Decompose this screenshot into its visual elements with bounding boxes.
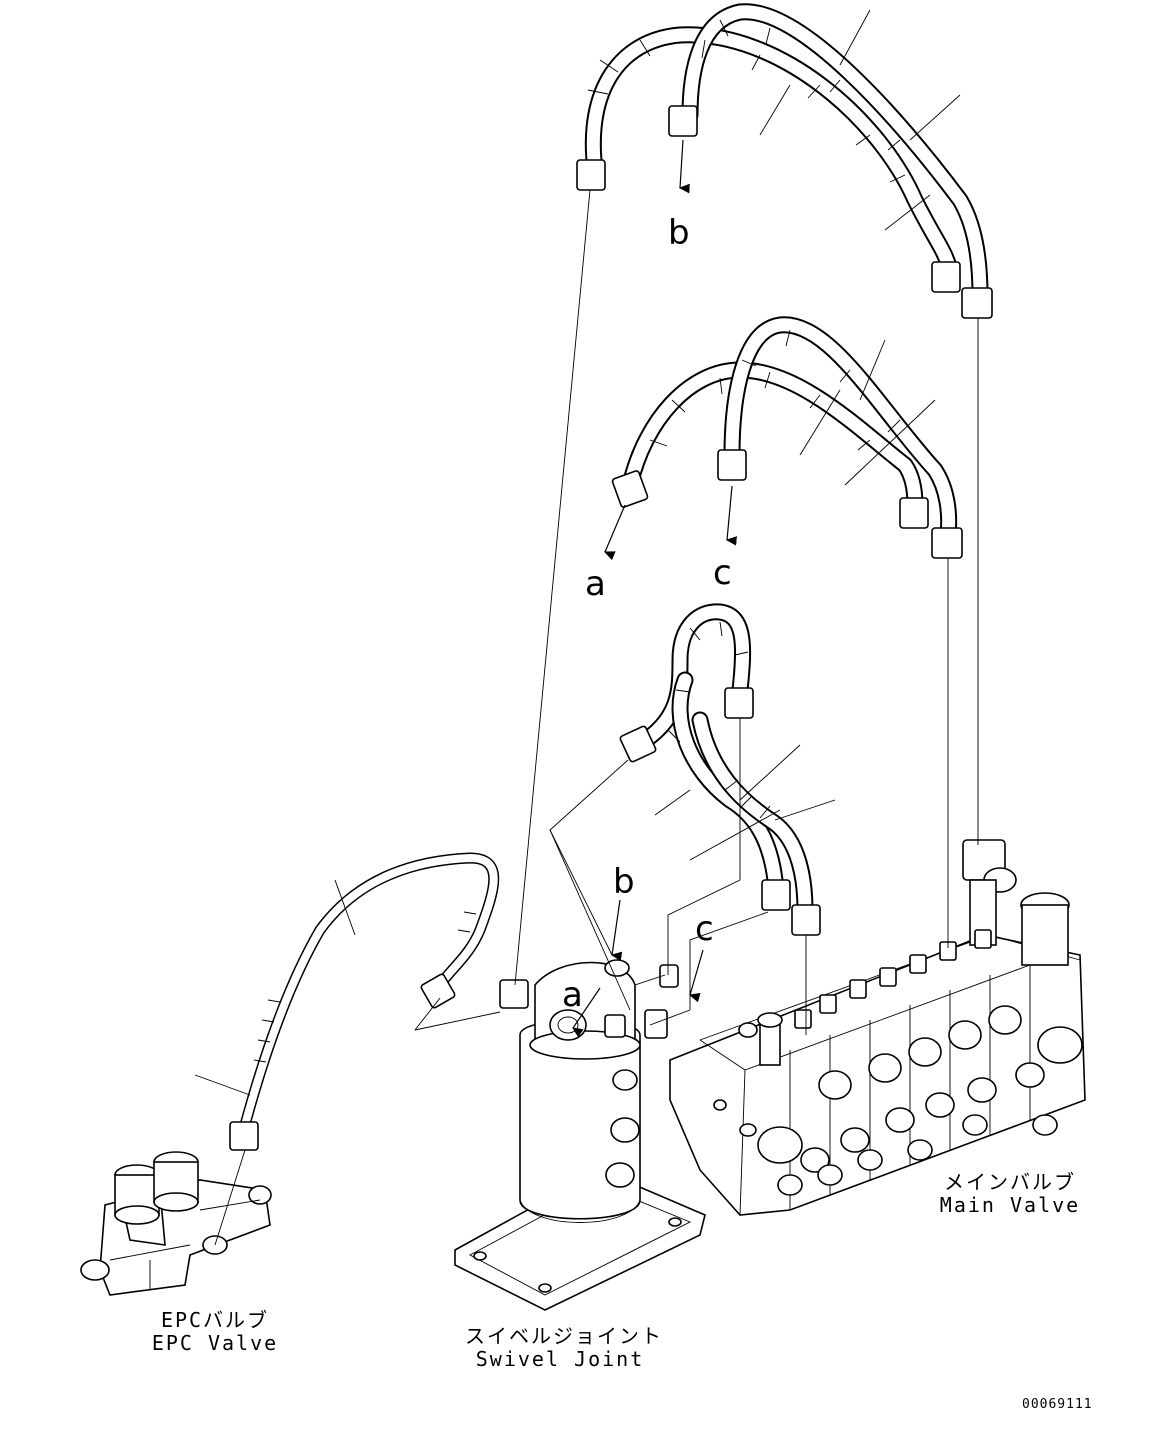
pipe-nut [229, 1121, 259, 1151]
top-hose-group [576, 3, 993, 319]
hose-nut [668, 105, 698, 137]
epc-valve-drawing [80, 1149, 272, 1296]
marker-c-mid: c [713, 553, 732, 593]
main-valve-label-jp: メインバルブ [944, 1170, 1076, 1194]
marker-b-top: b [668, 213, 690, 253]
main-valve-drawing [669, 839, 1086, 1216]
marker-c-swivel: c [695, 909, 714, 949]
main-valve-label: メインバルブ Main Valve [935, 1172, 1085, 1215]
main-valve-label-en: Main Valve [939, 1193, 1081, 1217]
hose-nut [576, 159, 606, 191]
epc-pipe [194, 852, 500, 1151]
marker-b-swivel: b [613, 862, 635, 902]
marker-a-mid: a [585, 564, 606, 604]
hose-nut [791, 904, 821, 936]
swivel-joint-drawing [454, 899, 706, 1311]
lower-hose-group [619, 603, 836, 936]
connection-lines [414, 189, 979, 1035]
epc-valve-label: EPCバルブ EPC Valve [140, 1310, 290, 1353]
hose-nut [931, 261, 961, 293]
hose-nut [611, 470, 649, 508]
swivel-joint-label-en: Swivel Joint [475, 1347, 645, 1371]
hose-nut [931, 527, 963, 559]
hose-nut [619, 725, 657, 763]
epc-valve-label-en: EPC Valve [151, 1331, 279, 1355]
marker-a-swivel: a [562, 975, 583, 1015]
pipe-nut [420, 973, 456, 1009]
hose-nut [899, 497, 929, 529]
swivel-joint-label-jp: スイベルジョイント [465, 1324, 663, 1348]
swivel-joint-label: スイベルジョイント Swivel Joint [465, 1324, 663, 1371]
hose-nut [961, 287, 993, 319]
hose-nut [717, 449, 747, 481]
middle-hose-group [603, 316, 963, 561]
epc-valve-label-jp: EPCバルブ [160, 1308, 270, 1332]
drawing-number: 00069111 [1022, 1397, 1093, 1412]
hose-nut [761, 879, 791, 911]
hose-nut [724, 687, 754, 719]
